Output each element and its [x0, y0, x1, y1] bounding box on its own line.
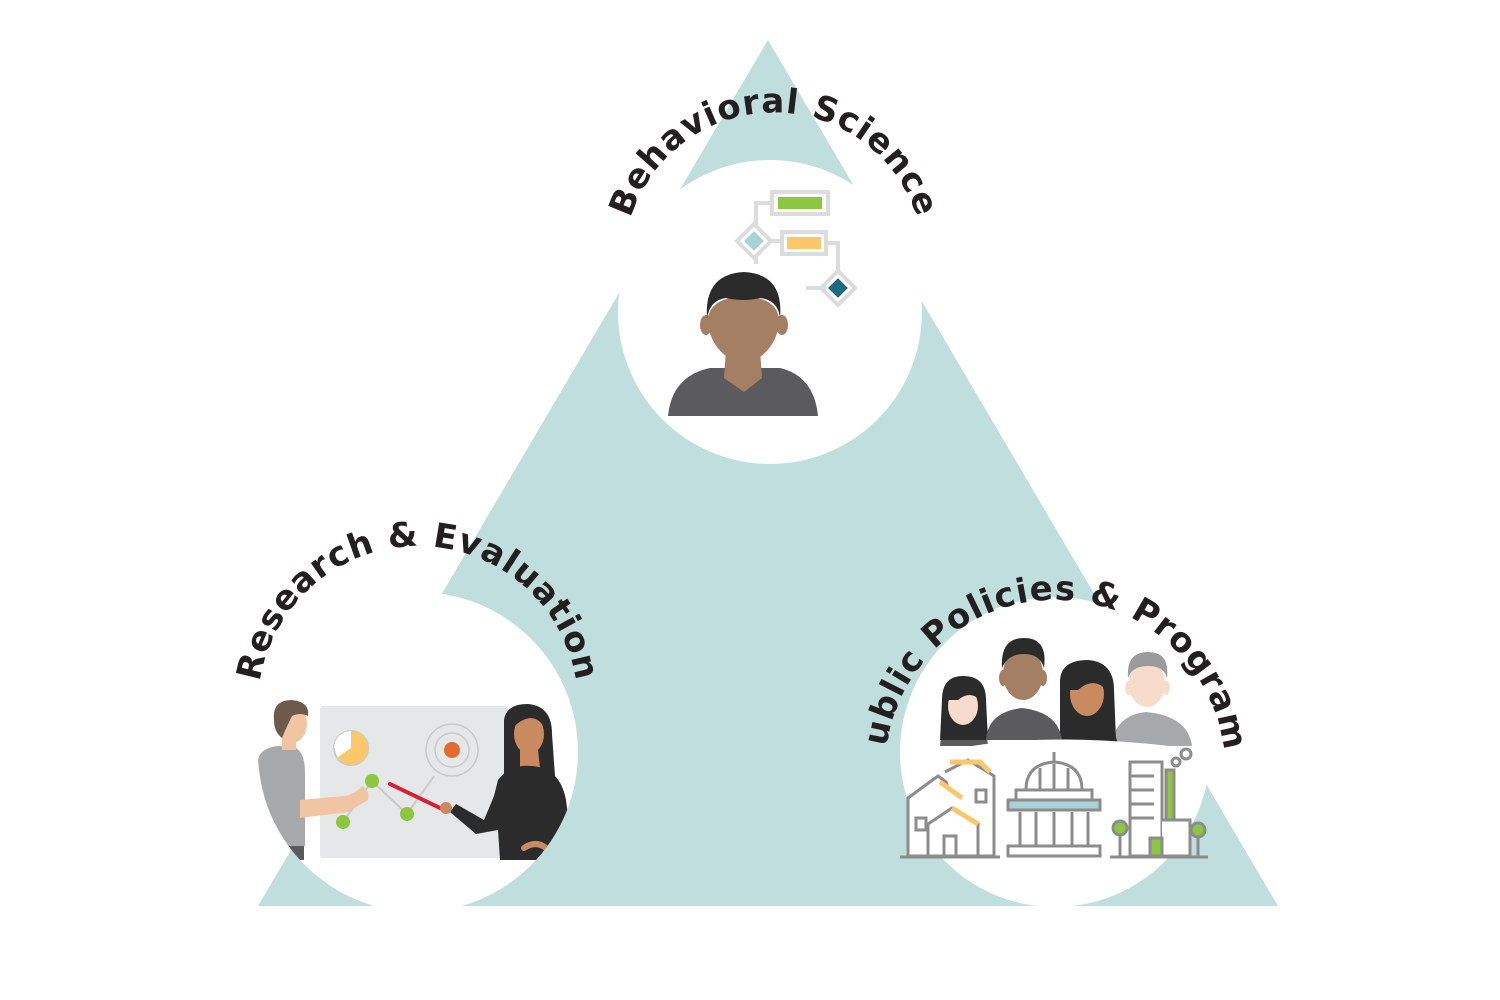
people-group-icon [940, 638, 1192, 746]
community-city-icon [900, 638, 1208, 859]
person-flowchart-icon [668, 190, 858, 416]
city-factory-icon [1110, 747, 1208, 859]
capitol-building-icon [1006, 752, 1102, 858]
houses-icon [900, 758, 1000, 859]
